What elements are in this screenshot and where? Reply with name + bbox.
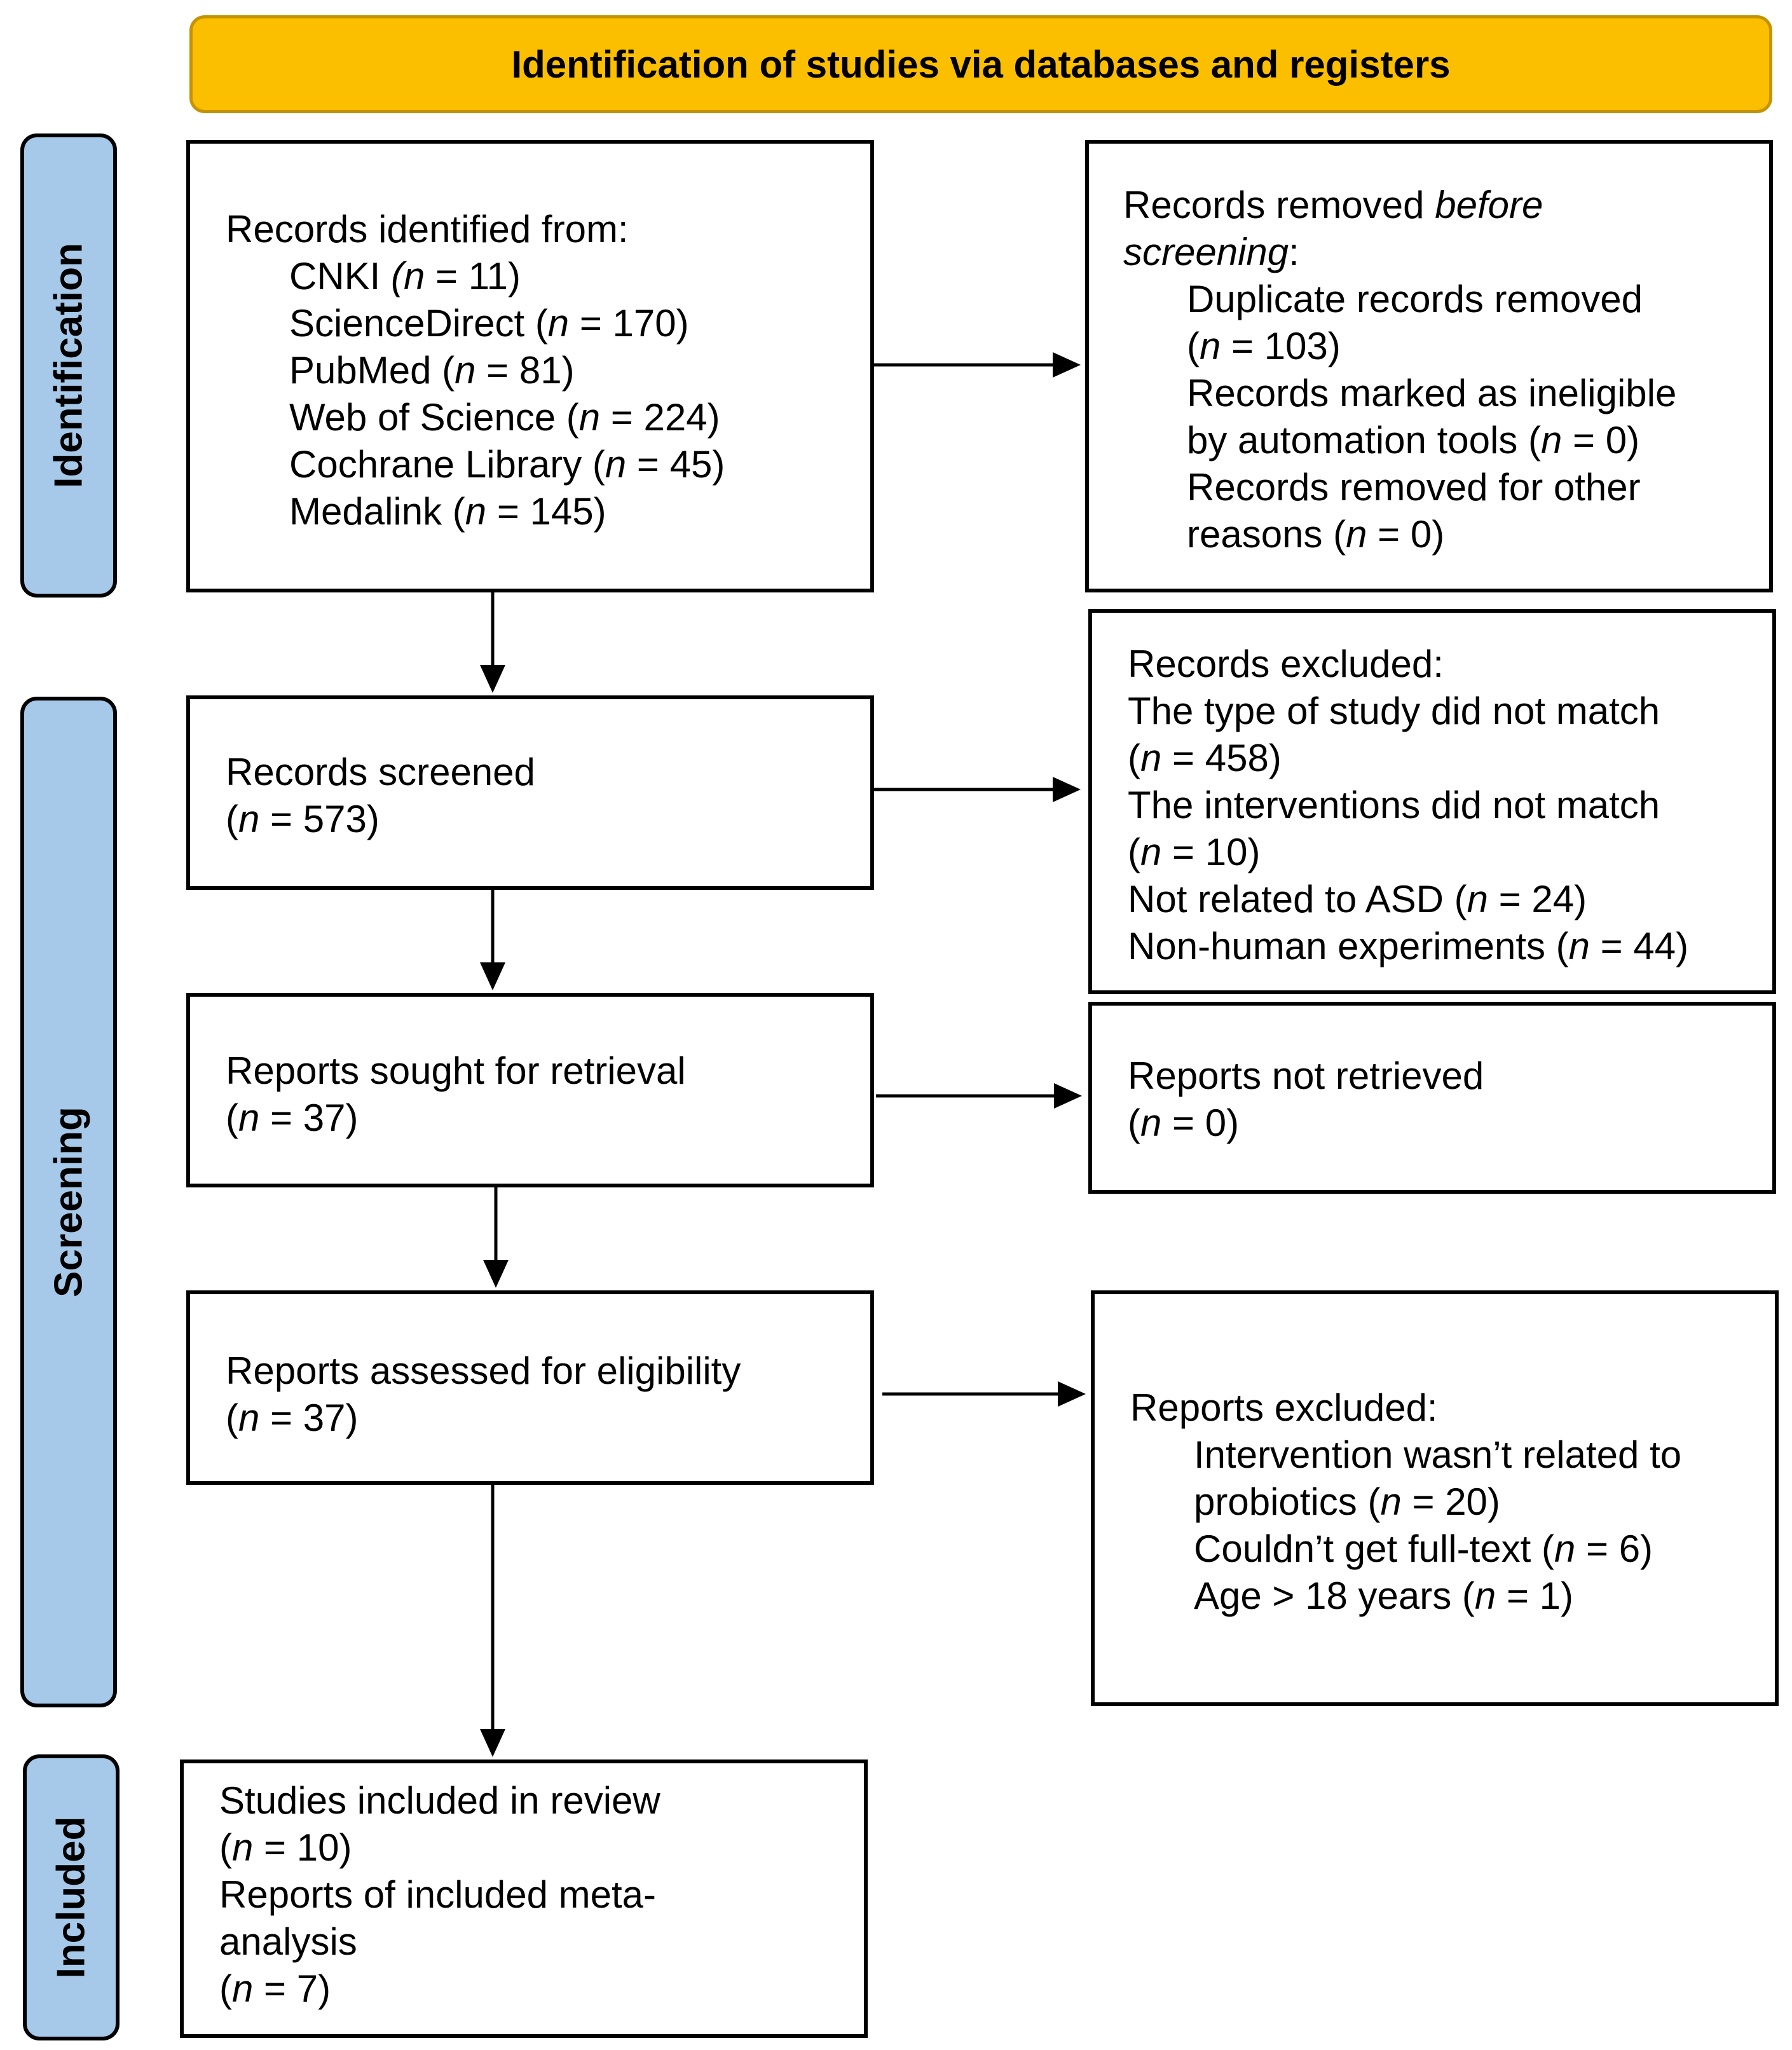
arrowhead — [480, 1729, 505, 1757]
studies-included-label: Studies included in review — [219, 1779, 660, 1822]
arrowhead — [1054, 1083, 1082, 1109]
reports-meta-analysis-label: Reports of included meta- — [219, 1873, 657, 1916]
records-removed-heading: Records removed before — [1123, 184, 1543, 226]
reports-assessed-label: Reports assessed for eligibility — [226, 1350, 741, 1392]
phase-included: Included — [23, 1754, 120, 2040]
phase-identification: Identification — [20, 133, 117, 598]
arrowhead — [1053, 352, 1081, 378]
records-removed-box: Records removed before screening: Duplic… — [1085, 140, 1773, 592]
reports-sought-label: Reports sought for retrieval — [226, 1049, 686, 1092]
records-marked-ineligible: Records marked as ineligible — [1187, 372, 1677, 414]
source-item: Web of Science (n = 224) — [289, 396, 720, 439]
source-item: PubMed (n = 81) — [289, 349, 575, 392]
reports-excluded-box: Reports excluded: Intervention wasn’t re… — [1091, 1290, 1779, 1706]
records-excluded-box: Records excluded: The type of study did … — [1088, 609, 1776, 994]
reports-excluded-heading: Reports excluded: — [1130, 1386, 1438, 1429]
records-removed-other: Records removed for other — [1187, 466, 1641, 509]
source-item: CNKI (n = 11) — [289, 255, 521, 297]
phase-screening: Screening — [20, 697, 117, 1707]
arrowhead — [480, 665, 505, 693]
identification-banner: Identification of studies via databases … — [189, 15, 1772, 113]
reports-sought-box: Reports sought for retrieval (n = 37) — [186, 993, 874, 1187]
duplicate-records-removed: Duplicate records removed — [1187, 278, 1643, 320]
reports-not-retrieved-box: Reports not retrieved (n = 0) — [1088, 1002, 1776, 1194]
reports-assessed-box: Reports assessed for eligibility (n = 37… — [186, 1290, 874, 1485]
studies-included-box: Studies included in review (n = 10) Repo… — [180, 1760, 868, 2038]
banner-title: Identification of studies via databases … — [511, 43, 1451, 86]
reports-not-retrieved-label: Reports not retrieved — [1128, 1055, 1484, 1097]
records-identified-heading: Records identified from: — [226, 208, 629, 250]
arrowhead — [480, 962, 505, 990]
source-item: Medalink (n = 145) — [289, 490, 606, 533]
records-screened-box: Records screened (n = 573) — [186, 695, 874, 890]
records-excluded-heading: Records excluded: — [1128, 643, 1444, 685]
records-identified-box: Records identified from: CNKI (n = 11) S… — [186, 140, 874, 592]
records-screened-label: Records screened — [226, 751, 535, 793]
arrowhead — [1053, 777, 1081, 802]
source-item: Cochrane Library (n = 45) — [289, 443, 725, 486]
arrowhead — [483, 1260, 509, 1288]
arrowhead — [1058, 1381, 1086, 1407]
source-item: ScienceDirect (n = 170) — [289, 302, 689, 345]
